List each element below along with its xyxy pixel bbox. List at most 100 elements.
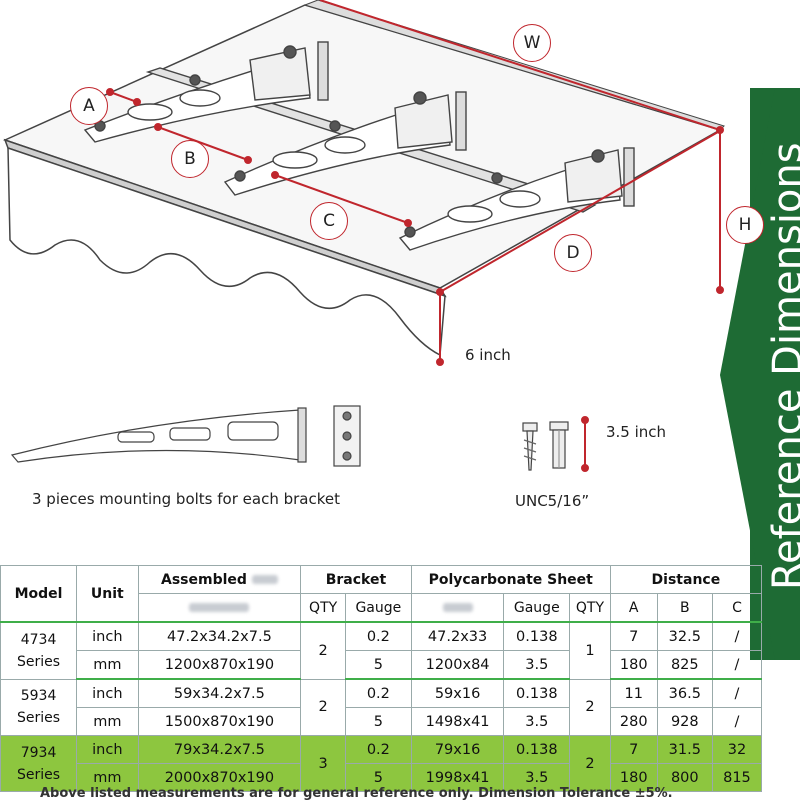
bracket-gauge-cell: 5	[345, 707, 412, 736]
unit-cell: mm	[76, 763, 139, 792]
header-bracket: Bracket	[300, 565, 412, 594]
subheader-sheet-qty: QTY	[569, 593, 611, 623]
unit-cell: inch	[76, 621, 139, 651]
bracket-detail	[10, 405, 361, 467]
dist-c-cell: /	[711, 650, 763, 680]
dim-line-c	[274, 174, 409, 224]
subheader-sheet-blurred	[410, 593, 505, 623]
bracket-3	[398, 147, 635, 251]
bracket-caption: 3 pieces mounting bolts for each bracket	[32, 490, 340, 508]
sheet-gauge-cell: 3.5	[503, 707, 571, 736]
sheet-cell: 47.2x33	[410, 621, 505, 651]
dist-c-cell: /	[711, 621, 763, 651]
bracket-1	[83, 41, 329, 143]
dist-c-cell: 815	[711, 763, 763, 792]
awning-drape	[7, 146, 446, 357]
dist-c-cell: /	[711, 707, 763, 736]
dim-line-b	[157, 126, 249, 161]
dist-a-cell: 11	[609, 678, 658, 708]
bracket-2	[223, 91, 467, 196]
dim-label-h: H	[726, 206, 764, 244]
header-unit: Unit	[76, 565, 139, 623]
sheet-qty-cell: 2	[569, 678, 611, 736]
bolt-length-label: 3.5 inch	[606, 423, 667, 441]
header-model: Model	[0, 565, 78, 623]
dim-line-a	[109, 91, 138, 103]
sheet-cell: 1200x84	[410, 650, 505, 680]
header-distance: Distance	[609, 565, 763, 594]
dim-label-c: C	[310, 202, 348, 240]
unit-cell: inch	[76, 735, 139, 764]
table-header-row: Model Unit Assembled Bracket Polycarbona…	[0, 565, 763, 623]
assembled-cell: 59x34.2x7.5	[137, 678, 302, 708]
sheet-cell: 59x16	[410, 678, 505, 708]
dim-label-a: A	[70, 87, 108, 125]
footnote: Above listed measurements are for genera…	[40, 786, 673, 801]
unit-cell: mm	[76, 650, 139, 680]
bracket-gauge-cell: 5	[345, 763, 412, 792]
subheader-bracket-qty: QTY	[300, 593, 347, 623]
sheet-gauge-cell: 0.138	[503, 678, 571, 708]
dim-label-b: B	[171, 140, 209, 178]
assembled-cell: 2000x870x190	[137, 763, 302, 792]
dist-a-cell: 7	[609, 621, 658, 651]
sheet-gauge-cell: 3.5	[503, 763, 571, 792]
dist-b-cell: 31.5	[656, 735, 713, 764]
drop-label: 6 inch	[465, 346, 511, 364]
dist-b-cell: 36.5	[656, 678, 713, 708]
bracket-gauge-cell: 0.2	[345, 678, 412, 708]
subheader-sheet-gauge: Gauge	[503, 593, 571, 623]
dim-label-d: D	[554, 234, 592, 272]
table-row-highlighted: mm 2000x870x190 5 1998x41 3.5 180 800 81…	[1, 763, 763, 792]
table-row: mm 1200x870x190 5 1200x84 3.5 180 825 /	[1, 650, 763, 680]
sheet-cell: 1498x41	[410, 707, 505, 736]
bolts-detail	[522, 421, 569, 471]
subheader-a: A	[609, 593, 658, 623]
bracket-gauge-cell: 5	[345, 650, 412, 680]
bolt-caption: UNC5/16”	[515, 492, 590, 510]
dist-b-cell: 800	[656, 763, 713, 792]
dist-a-cell: 280	[609, 707, 658, 736]
bracket-qty-cell: 2	[300, 678, 347, 736]
spec-table: Model Unit Assembled Bracket Polycarbona…	[0, 565, 763, 792]
dist-c-cell: 32	[711, 735, 763, 764]
sheet-cell: 79x16	[410, 735, 505, 764]
assembled-cell: 79x34.2x7.5	[137, 735, 302, 764]
assembled-cell: 1200x870x190	[137, 650, 302, 680]
dimension-lines	[106, 0, 724, 472]
dist-a-cell: 7	[609, 735, 658, 764]
table-row: mm 1500x870x190 5 1498x41 3.5 280 928 /	[1, 707, 763, 736]
dim-label-w: W	[513, 24, 551, 62]
dist-a-cell: 180	[609, 650, 658, 680]
bracket-qty-cell: 3	[300, 735, 347, 792]
bracket-gauge-cell: 0.2	[345, 735, 412, 764]
dist-b-cell: 928	[656, 707, 713, 736]
header-assembled: Assembled	[137, 565, 302, 594]
sheet-qty-cell: 1	[569, 621, 611, 680]
assembled-cell: 47.2x34.2x7.5	[137, 621, 302, 651]
subheader-assembled-blurred	[137, 593, 302, 623]
subheader-b: B	[656, 593, 713, 623]
assembled-cell: 1500x870x190	[137, 707, 302, 736]
subheader-c: C	[711, 593, 763, 623]
dim-line-w	[319, 0, 721, 131]
sheet-cell: 1998x41	[410, 763, 505, 792]
header-sheet: Polycarbonate Sheet	[410, 565, 611, 594]
bracket-gauge-cell: 0.2	[345, 621, 412, 651]
unit-cell: inch	[76, 678, 139, 708]
sheet-gauge-cell: 0.138	[503, 735, 571, 764]
bracket-qty-cell: 2	[300, 621, 347, 680]
dist-b-cell: 32.5	[656, 621, 713, 651]
dist-b-cell: 825	[656, 650, 713, 680]
side-panel-title: Reference Dimensions	[765, 142, 800, 590]
dim-line-d	[439, 131, 719, 293]
sheet-gauge-cell: 0.138	[503, 621, 571, 651]
sheet-gauge-cell: 3.5	[503, 650, 571, 680]
